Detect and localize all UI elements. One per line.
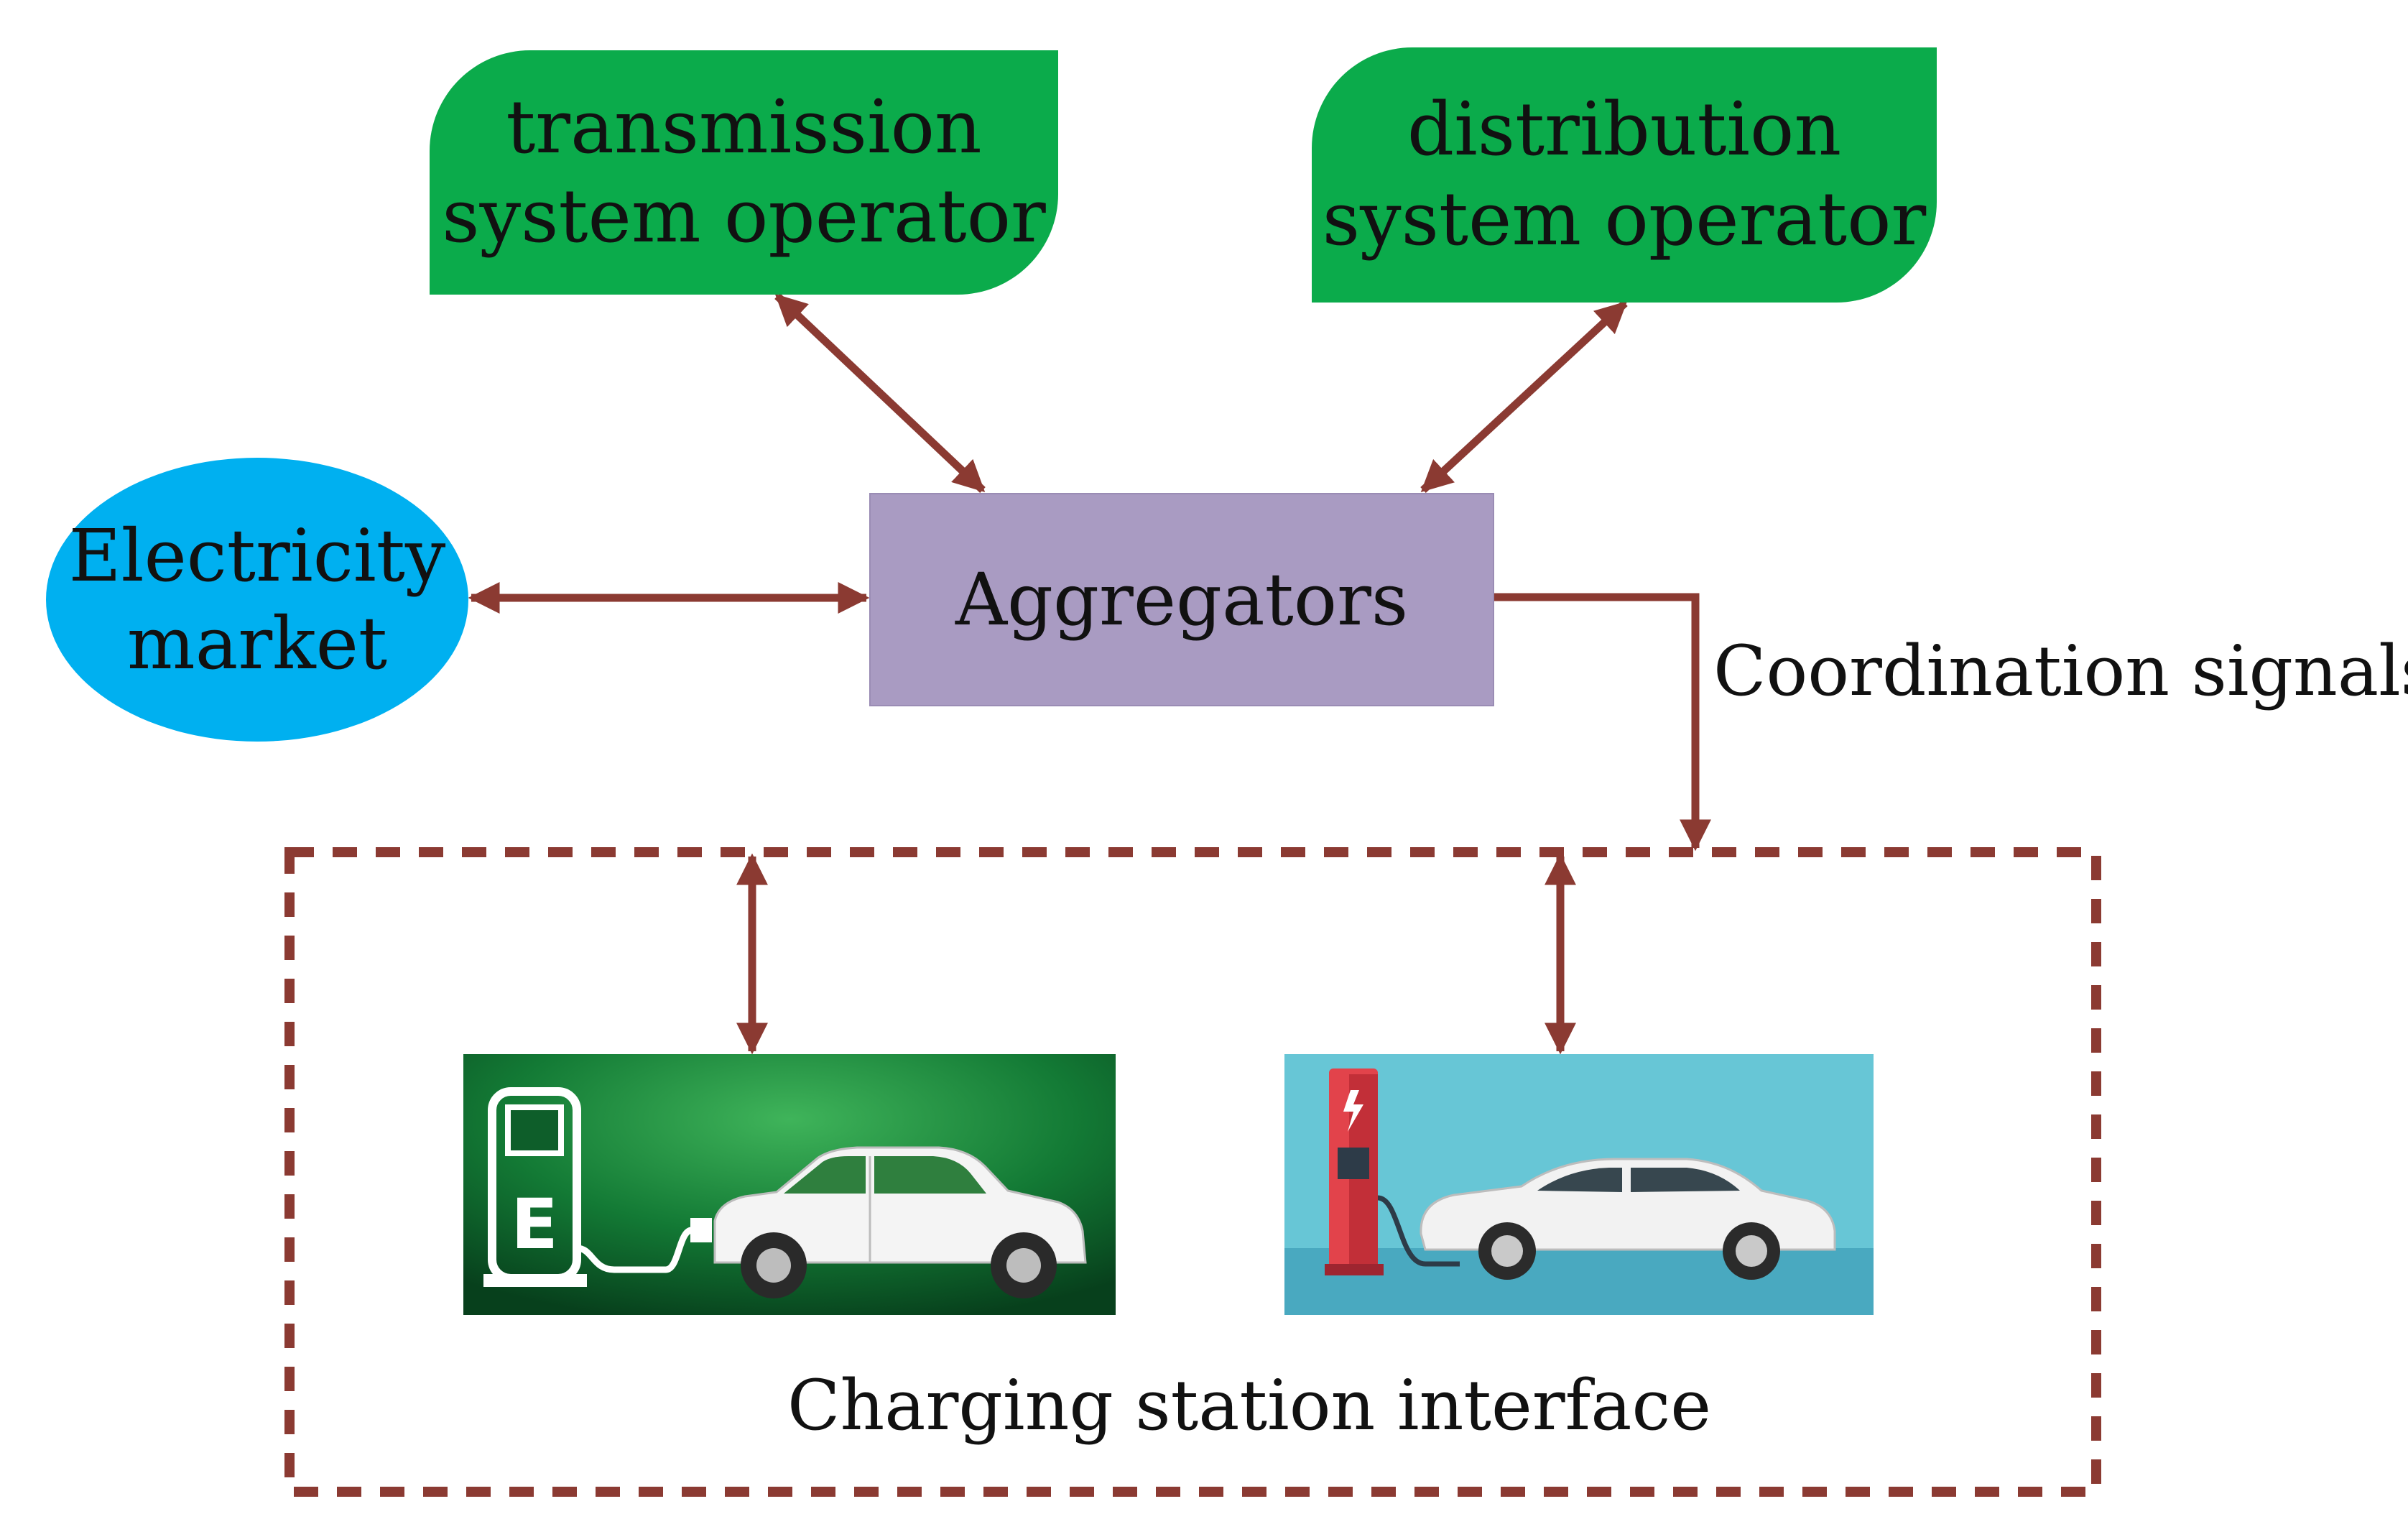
charging-station-boundary <box>284 847 2101 1497</box>
tso-line2: system operator <box>442 174 1046 259</box>
market-line2: market <box>126 601 388 686</box>
tso-node: transmission system operator <box>430 50 1058 295</box>
charging-station-interface-label: Charging station interface <box>787 1365 1712 1446</box>
electricity-market-node: Electricity market <box>46 458 468 742</box>
ev-charging-pump-car-icon: E <box>463 1054 1116 1315</box>
coordination-signals-label: Coordination signals <box>1713 631 2408 711</box>
ev-charger-sedan-icon <box>1284 1054 1874 1315</box>
dso-aggregator-arrow <box>1420 300 1628 494</box>
aggregators-label: Aggregators <box>955 557 1409 642</box>
dso-line2: system operator <box>1322 176 1927 262</box>
tso-line1: transmission <box>506 84 982 170</box>
dso-line1: distribution <box>1407 87 1842 173</box>
coordination-signal-arrow <box>1484 593 1711 851</box>
svg-text:E: E <box>511 1184 558 1265</box>
dso-node: distribution system operator <box>1312 47 1937 303</box>
tso-aggregator-arrow <box>774 293 986 493</box>
market-line1: Electricity <box>68 513 446 598</box>
aggregators-node: Aggregators <box>869 493 1494 706</box>
